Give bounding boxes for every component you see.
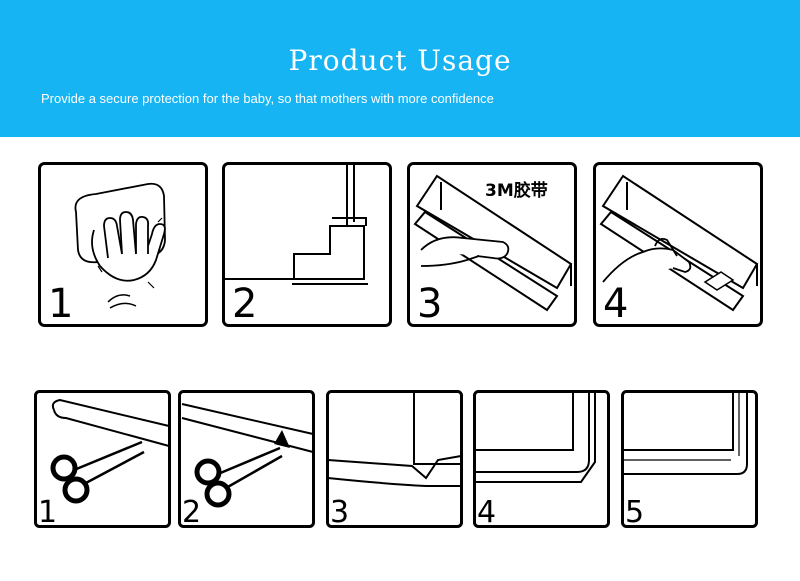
tape-label: 3M胶带 bbox=[485, 180, 548, 201]
corner-guard-on-table-icon: 2 bbox=[222, 162, 392, 327]
top-step-panel-2: 2 bbox=[222, 162, 392, 327]
step-number: 3 bbox=[417, 281, 442, 327]
bottom-step-panel-3: 3 bbox=[326, 390, 463, 528]
scissors-notch-strip-icon: 2 bbox=[178, 390, 315, 528]
bottom-step-panel-5: 5 bbox=[621, 390, 758, 528]
bottom-step-panel-1: 1 bbox=[34, 390, 171, 528]
step-number: 4 bbox=[477, 495, 496, 528]
step-number: 2 bbox=[182, 495, 201, 528]
peel-tape-icon: 3M胶带 3 bbox=[407, 162, 577, 327]
press-strip-icon: 4 bbox=[593, 162, 763, 327]
strip-folded-corner-icon: 4 bbox=[473, 390, 610, 528]
step-number: 3 bbox=[330, 495, 349, 528]
hand-wiping-surface-icon: 1 bbox=[38, 162, 208, 327]
strip-finished-edge-icon: 5 bbox=[621, 390, 758, 528]
top-step-panel-4: 4 bbox=[593, 162, 763, 327]
page-subtitle: Provide a secure protection for the baby… bbox=[41, 91, 494, 106]
header-banner: Product Usage Provide a secure protectio… bbox=[0, 0, 800, 137]
step-number: 1 bbox=[38, 495, 57, 528]
scissors-cut-strip-icon: 1 bbox=[34, 390, 171, 528]
strip-at-corner-icon: 3 bbox=[326, 390, 463, 528]
bottom-step-panel-2: 2 bbox=[178, 390, 315, 528]
top-step-panel-1: 1 bbox=[38, 162, 208, 327]
step-number: 2 bbox=[232, 281, 257, 327]
step-number: 4 bbox=[603, 281, 628, 327]
page-title: Product Usage bbox=[0, 44, 800, 77]
step-number: 1 bbox=[48, 281, 73, 327]
top-step-panel-3: 3M胶带 3 bbox=[407, 162, 577, 327]
step-number: 5 bbox=[625, 495, 644, 528]
bottom-step-panel-4: 4 bbox=[473, 390, 610, 528]
